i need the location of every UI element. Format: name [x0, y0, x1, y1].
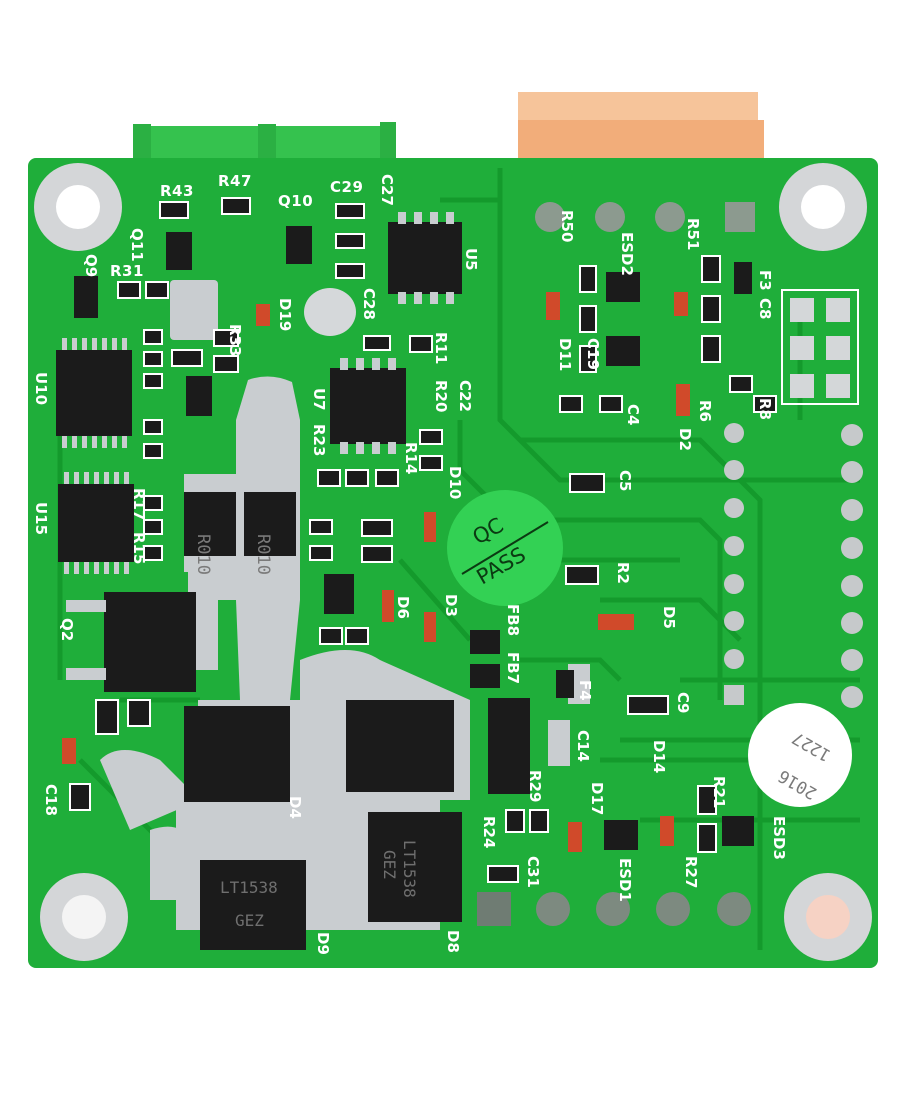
- inductor-right: [346, 700, 454, 792]
- label-d2: D2: [676, 428, 694, 451]
- label-r24: R24: [480, 816, 498, 848]
- label-r33: R33: [226, 324, 244, 356]
- header-pin-row: [724, 423, 863, 708]
- label-esd2: ESD2: [618, 232, 636, 276]
- label-r23: R23: [310, 424, 328, 456]
- solder-blob: [304, 288, 356, 336]
- qc-pass-sticker: QC PASS: [447, 490, 563, 606]
- label-r51: R51: [684, 218, 702, 250]
- label-d14: D14: [650, 740, 668, 773]
- label-r6: R6: [696, 400, 714, 422]
- svg-text:GEZ: GEZ: [380, 850, 399, 879]
- label-d5: D5: [660, 606, 678, 629]
- label-esd1: ESD1: [616, 858, 634, 902]
- label-fb8: FB8: [504, 604, 522, 636]
- label-d4: D4: [286, 796, 304, 819]
- label-c9: C9: [674, 692, 692, 713]
- label-f3: F3: [756, 270, 774, 291]
- date-sticker: 2016 1227: [748, 703, 852, 807]
- label-r29: R29: [526, 770, 544, 802]
- current-sense-resistor-left: R010: [184, 474, 236, 575]
- svg-text:GEZ: GEZ: [235, 911, 264, 930]
- label-c4: C4: [624, 404, 642, 425]
- bottom-pin-row: [477, 892, 751, 926]
- label-esd3: ESD3: [770, 816, 788, 860]
- label-c31: C31: [524, 856, 542, 888]
- ic-u7: [330, 358, 406, 454]
- label-f4: F4: [576, 680, 594, 701]
- label-d17: D17: [588, 782, 606, 815]
- diode-d8: LT1538 GEZ: [368, 812, 462, 930]
- label-r47: R47: [218, 172, 252, 190]
- label-q11: Q11: [128, 228, 146, 262]
- label-q9: Q9: [82, 254, 100, 277]
- cap-tall: [488, 698, 530, 794]
- ic-u5: [388, 212, 462, 304]
- label-c5: C5: [616, 470, 634, 491]
- label-c18: C18: [42, 784, 60, 816]
- label-c14: C14: [574, 730, 592, 762]
- label-r20: R20: [432, 380, 450, 412]
- label-r2: R2: [614, 562, 632, 584]
- label-r15: R15: [130, 532, 148, 564]
- label-u10: U10: [32, 372, 50, 405]
- label-u15: U15: [32, 502, 50, 535]
- label-d10: D10: [446, 466, 464, 499]
- label-r31: R31: [110, 262, 144, 280]
- label-q2: Q2: [58, 618, 76, 641]
- mosfet-q2: [66, 592, 218, 692]
- svg-text:LT1538: LT1538: [400, 840, 419, 898]
- svg-text:LT1538: LT1538: [220, 878, 278, 897]
- label-c8: C8: [756, 298, 774, 319]
- label-r27: R27: [682, 856, 700, 888]
- silkscreen-labels: R43 R47 Q10 C29 C27 Q11 R31 Q9 D19 R33 U…: [32, 172, 788, 955]
- smd-passives: [62, 197, 777, 883]
- label-c29: C29: [330, 178, 363, 196]
- label-c19: C19: [584, 338, 602, 370]
- current-sense-resistor-right: R010: [244, 474, 296, 575]
- label-r50: R50: [558, 210, 576, 242]
- label-d6: D6: [394, 596, 412, 619]
- label-d3: D3: [442, 594, 460, 617]
- inductor-left: [184, 706, 290, 802]
- label-d9: D9: [314, 932, 332, 955]
- label-c22: C22: [456, 380, 474, 412]
- label-d19: D19: [276, 298, 294, 331]
- label-c28: C28: [360, 288, 378, 320]
- label-r14: R14: [402, 442, 420, 474]
- label-fb7: FB7: [504, 652, 522, 684]
- top-pin-row: [535, 202, 755, 232]
- label-q10: Q10: [278, 192, 313, 210]
- label-d8: D8: [444, 930, 462, 953]
- label-r8: R8: [756, 398, 774, 420]
- label-d11: D11: [556, 338, 574, 371]
- label-r21: R21: [710, 776, 728, 808]
- orange-header-connector: [518, 92, 764, 160]
- diode-d9: LT1538 GEZ: [190, 860, 316, 950]
- label-r43: R43: [160, 182, 194, 200]
- label-u5: U5: [462, 248, 480, 271]
- ic-u10: [56, 338, 132, 448]
- svg-text:R010: R010: [193, 534, 213, 575]
- label-u7: U7: [310, 388, 328, 411]
- mounting-hole-icon: [34, 163, 872, 961]
- label-r17: R17: [130, 488, 148, 520]
- pad-grid: [781, 289, 859, 405]
- svg-text:R010: R010: [253, 534, 273, 575]
- ic-u15: [58, 472, 134, 574]
- label-r11: R11: [432, 332, 450, 364]
- label-c27: C27: [378, 174, 396, 206]
